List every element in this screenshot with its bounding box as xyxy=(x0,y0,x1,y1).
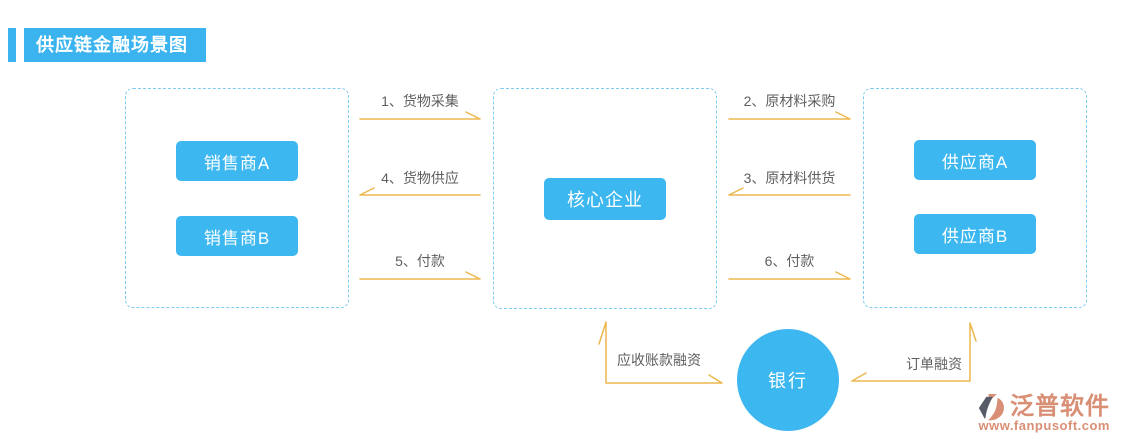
node-supplier-b: 供应商B xyxy=(914,214,1036,254)
flow-label-material-purchase: 2、原材料采购 xyxy=(743,93,836,109)
fanpu-logo-text: 泛普软件 xyxy=(1010,393,1110,420)
node-supplier-a: 供应商A xyxy=(914,140,1036,180)
arrow-payment-right xyxy=(728,271,851,280)
flow-label-goods-collection: 1、货物采集 xyxy=(381,93,459,109)
flow-label-order-financing: 订单融资 xyxy=(906,356,962,372)
arrow-goods-supply xyxy=(359,187,481,196)
node-seller-b: 销售商B xyxy=(176,216,298,256)
node-core-enterprise: 核心企业 xyxy=(544,178,666,220)
flow-label-material-supply: 3、原材料供货 xyxy=(743,170,836,186)
arrow-material-purchase xyxy=(728,111,851,120)
title-accent-bar xyxy=(8,28,16,62)
sellers-group-box: 销售商A 销售商B xyxy=(125,88,349,308)
fanpu-logo: 泛普软件 www.fanpusoft.com xyxy=(977,393,1110,433)
suppliers-group-box: 供应商A 供应商B xyxy=(863,88,1087,308)
fanpu-logo-icon xyxy=(977,393,1007,423)
flow-label-payment-right: 6、付款 xyxy=(764,253,815,269)
node-bank: 银行 xyxy=(737,329,839,431)
flow-label-payment-left: 5、付款 xyxy=(395,253,445,269)
arrow-payment-left xyxy=(359,271,481,280)
flow-label-receivable-financing: 应收账款融资 xyxy=(617,352,701,368)
fanpu-logo-url: www.fanpusoft.com xyxy=(978,418,1110,433)
flow-label-goods-supply: 4、货物供应 xyxy=(381,170,459,186)
page-title: 供应链金融场景图 xyxy=(24,28,206,62)
core-enterprise-group-box: 核心企业 xyxy=(493,88,717,309)
arrow-material-supply xyxy=(728,187,851,196)
node-seller-a: 销售商A xyxy=(176,141,298,181)
arrow-goods-collection xyxy=(359,111,481,120)
